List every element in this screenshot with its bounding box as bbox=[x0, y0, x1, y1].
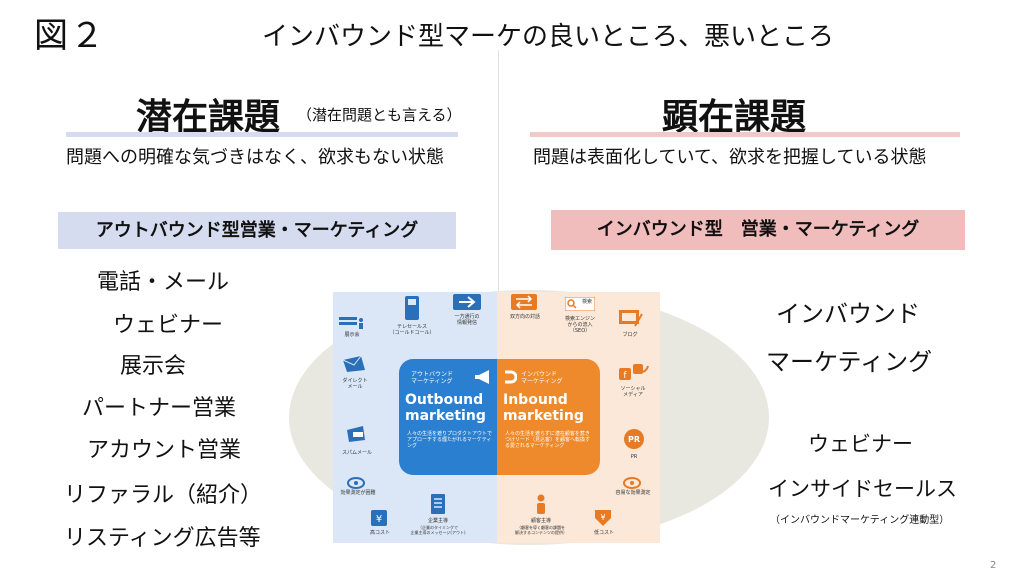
low-cost-text: 低コスト bbox=[593, 530, 614, 536]
outbound-item-exhibition: 展示会 bbox=[120, 354, 187, 379]
svg-text:¥: ¥ bbox=[600, 513, 605, 522]
inbound-marketing-panel: インバウンド マーケティング Inbound marketing 人々の生活を遮… bbox=[497, 359, 600, 475]
easy-measure-text: 容易な効果測定 bbox=[615, 490, 651, 496]
blog-text: ブログ bbox=[622, 332, 638, 338]
outbound-description: 人々の生活を遮りプロダクトアウトでアプローチする煙たがれるマーケティング bbox=[407, 431, 493, 449]
inbound-item-marketing: マーケティング bbox=[766, 348, 933, 376]
latent-underline bbox=[66, 132, 458, 137]
outbound-item-referral: リファラル（紹介） bbox=[64, 483, 263, 508]
outbound-small-label: アウトバウンド マーケティング bbox=[411, 371, 454, 385]
svg-text:¥: ¥ bbox=[376, 514, 382, 525]
arrow-right-icon bbox=[453, 294, 481, 310]
seo-text: 検索エンジン からの流入 （SEO） bbox=[564, 316, 595, 334]
inbound-item-webinar: ウェビナー bbox=[808, 432, 913, 456]
overt-issue-heading: 顕在課題 bbox=[662, 97, 807, 138]
hard-measure-text: 効果測定が困難 bbox=[340, 490, 376, 496]
two-way-text: 双方向の対話 bbox=[509, 314, 540, 320]
oneway-text: 一方通行の 情報発信 bbox=[454, 314, 480, 326]
customer-led-sub: （顧客を導く顧客の課題を 解決するコンテンツの提供） bbox=[515, 525, 567, 535]
latent-issue-note: （潜在問題とも言える） bbox=[297, 106, 462, 124]
latent-issue-description: 問題への明確な気づきはなく、欲求もない状態 bbox=[66, 147, 444, 168]
outbound-title-1: Outbound bbox=[405, 392, 484, 408]
pr-text: PR bbox=[630, 454, 638, 460]
inbound-outbound-infographic: 展示会 テレセールス （コールドコール） 一方通行の 情報発信 ダイレクト メー… bbox=[333, 292, 660, 543]
social-text: ソーシャル メディア bbox=[620, 386, 646, 398]
person-icon bbox=[535, 494, 547, 514]
company-led-text: 企業主導 bbox=[427, 518, 448, 524]
social-icon: f bbox=[619, 364, 649, 382]
inbound-small-label: インバウンド マーケティング bbox=[521, 371, 563, 385]
eye-orange-icon bbox=[623, 474, 641, 489]
inbound-description: 人々の生活を遮らずに潜在顧客を惹きつけリード（見込客）を顧客へ転換する愛されるマ… bbox=[505, 431, 591, 449]
inbound-item-note: （インバウンドマーケティング連動型） bbox=[770, 515, 950, 526]
pr-icon: PR bbox=[623, 428, 645, 450]
page-number: 2 bbox=[990, 560, 997, 571]
eye-icon bbox=[347, 474, 365, 489]
inbound-title-2: marketing bbox=[503, 408, 584, 424]
outbound-marketing-panel: アウトバウンド マーケティング Outbound marketing 人々の生活… bbox=[399, 359, 499, 475]
outbound-title-2: marketing bbox=[405, 408, 486, 424]
inbound-item-inside-sales: インサイドセールス bbox=[768, 477, 957, 501]
slide-title: インバウンド型マーケの良いところ、悪いところ bbox=[262, 22, 835, 52]
latent-issue-heading: 潜在課題 bbox=[136, 97, 281, 138]
column-divider bbox=[498, 50, 499, 302]
outbound-label: アウトバウンド型営業・マーケティング bbox=[58, 212, 456, 249]
overt-underline bbox=[530, 132, 960, 137]
two-way-icon bbox=[511, 294, 537, 310]
svg-text:PR: PR bbox=[628, 435, 640, 444]
outbound-item-account-sales: アカウント営業 bbox=[87, 438, 242, 463]
outbound-item-webinar: ウェビナー bbox=[113, 313, 224, 338]
inbound-title-1: Inbound bbox=[503, 392, 568, 408]
search-box-text: 検索 bbox=[581, 299, 592, 305]
document-icon bbox=[431, 494, 445, 514]
telesales-text: テレセールス （コールドコール） bbox=[389, 324, 435, 336]
customer-led-text: 顧客主導 bbox=[530, 518, 551, 524]
exhibition-icon bbox=[339, 314, 365, 329]
outbound-item-partner-sales: パートナー営業 bbox=[82, 396, 237, 421]
inbound-item-inbound: インバウンド bbox=[776, 300, 920, 328]
mail-icon bbox=[341, 354, 367, 374]
megaphone-icon bbox=[473, 369, 493, 385]
company-led-sub: （企業のタイミングで 企業主導のメッセージ(アウト) bbox=[410, 525, 466, 535]
exhibition-text: 展示会 bbox=[344, 332, 360, 338]
yen-icon: ¥ bbox=[371, 510, 387, 526]
blog-icon bbox=[619, 310, 643, 328]
outbound-item-listing-ads: リスティング広告等 bbox=[64, 526, 261, 551]
inbound-label: インバウンド型 営業・マーケティング bbox=[551, 210, 965, 250]
high-cost-text: 高コスト bbox=[369, 530, 390, 536]
magnet-icon bbox=[503, 369, 518, 384]
svg-text:f: f bbox=[623, 371, 627, 381]
figure-label: 図２ bbox=[34, 16, 106, 56]
phone-icon bbox=[403, 296, 421, 320]
spam-text: スパムメール bbox=[341, 450, 372, 456]
dm-text: ダイレクト メール bbox=[342, 378, 368, 390]
overt-issue-description: 問題は表面化していて、欲求を把握している状態 bbox=[533, 147, 927, 168]
outbound-item-phone-mail: 電話・メール bbox=[97, 270, 230, 295]
yen-down-icon: ¥ bbox=[595, 510, 611, 526]
spam-icon bbox=[345, 424, 367, 444]
